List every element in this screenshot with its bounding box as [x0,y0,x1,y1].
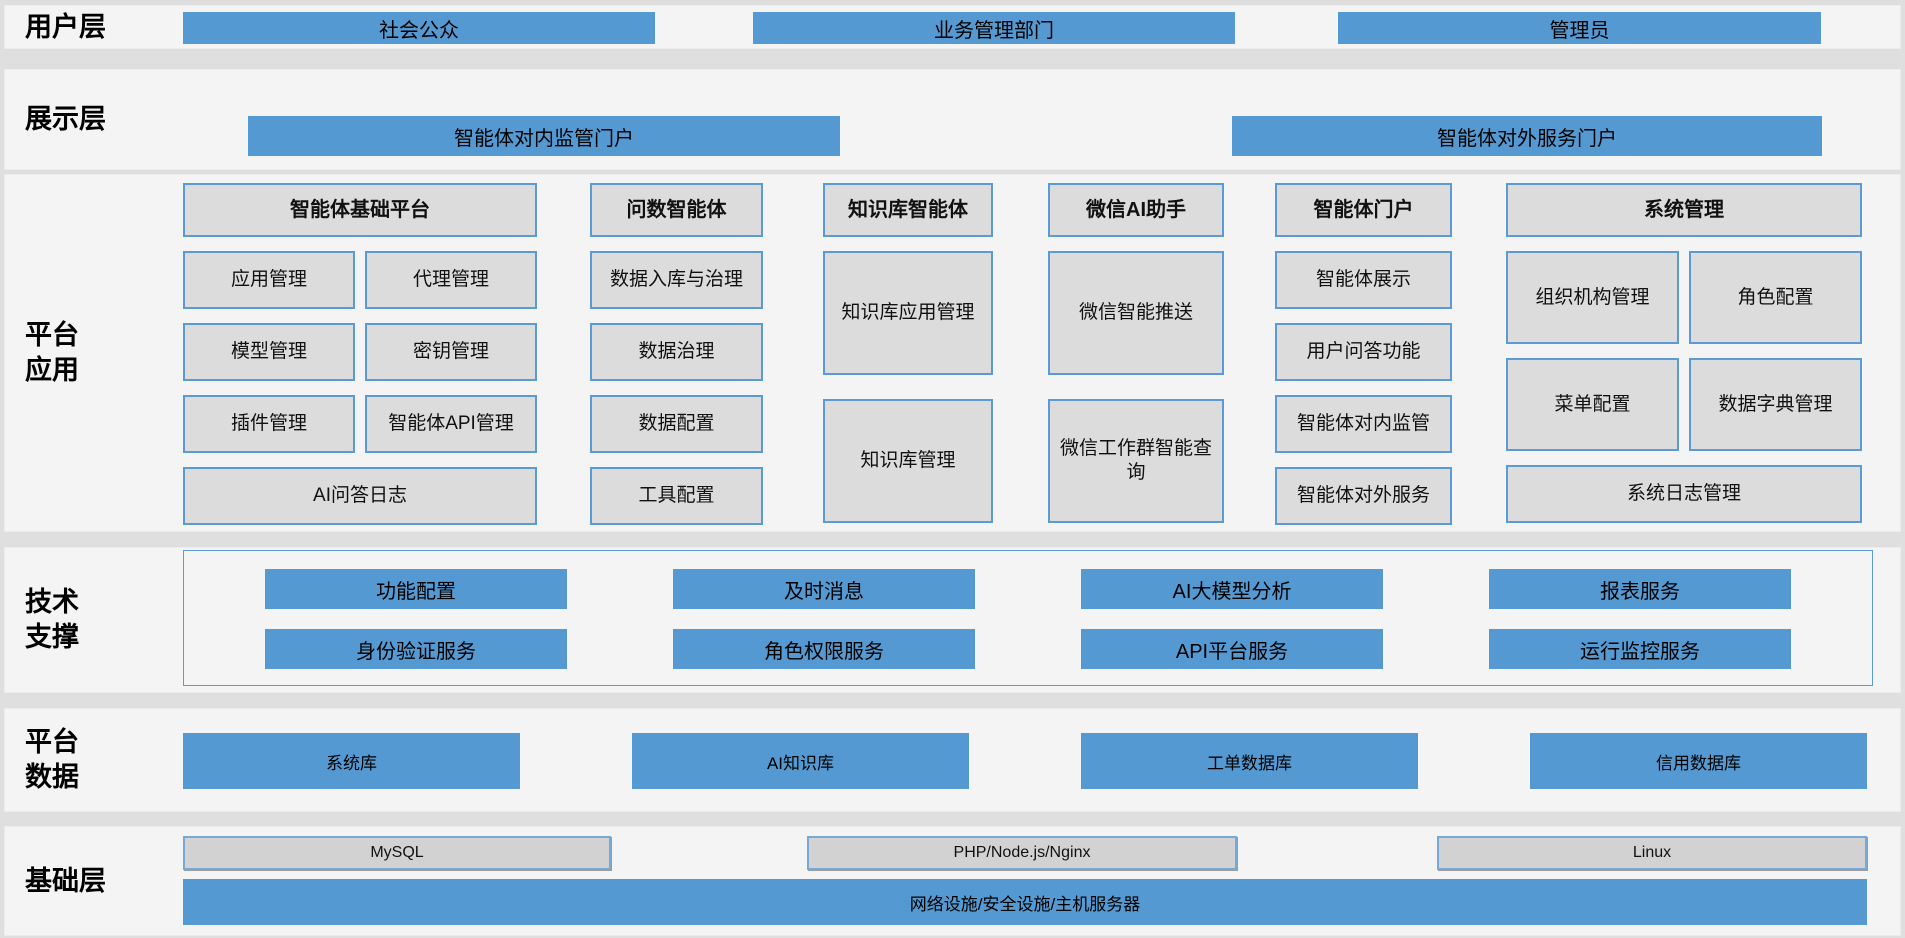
box-admin: 管理员 [1338,12,1821,44]
database-grid: 系统库 AI知识库 工单数据库 信用数据库 [183,733,1867,789]
column-system-management: 系统管理 组织机构管理 角色配置 菜单配置 数据字典管理 系统日志管理 [1506,183,1862,523]
box-internal-portal: 智能体对内监管门户 [248,116,840,156]
layer-band-platform-data: 平台 数据 系统库 AI知识库 工单数据库 信用数据库 [4,708,1901,812]
box-business-dept: 业务管理部门 [753,12,1235,44]
platform-cell: 知识库管理 [823,399,993,523]
layer-band-display: 展示层 智能体对内监管门户 智能体对外服务门户 [4,69,1901,170]
infra-box-linux: Linux [1437,836,1867,870]
infra-box-network: 网络设施/安全设施/主机服务器 [183,879,1867,925]
layer-label-infrastructure-text: 基础层 [25,865,106,896]
label-line: 数据 [25,762,79,792]
platform-cell: 代理管理 [365,251,537,309]
column-data-query-agent: 问数智能体 数据入库与治理 数据治理 数据配置 工具配置 [590,183,763,525]
column-agent-base-platform: 智能体基础平台 应用管理 代理管理 模型管理 密钥管理 插件管理 智能体API管… [183,183,537,525]
display-layer-content: 智能体对内监管门户 智能体对外服务门户 [183,70,1900,169]
tech-service-box: 功能配置 [265,569,567,609]
infra-box-php-node-nginx: PHP/Node.js/Nginx [807,836,1237,870]
platform-cell: 密钥管理 [365,323,537,381]
platform-cell: 插件管理 [183,395,355,453]
tech-service-box: AI大模型分析 [1081,569,1383,609]
layer-band-tech-support: 技术 支撑 功能配置 及时消息 AI大模型分析 报表服务 身份验证服务 角色权限… [4,547,1901,693]
column-agent-portal: 智能体门户 智能体展示 用户问答功能 智能体对内监管 智能体对外服务 [1275,183,1452,525]
column-header: 智能体基础平台 [183,183,537,237]
column-header: 系统管理 [1506,183,1862,237]
platform-cell: 智能体对外服务 [1275,467,1452,525]
label-line: 平台 [25,727,79,758]
column-header: 微信AI助手 [1048,183,1224,237]
platform-cell: 微信工作群智能查询 [1048,399,1224,523]
platform-cell: 用户问答功能 [1275,323,1452,381]
tech-service-box: API平台服务 [1081,629,1383,669]
platform-data-content: 系统库 AI知识库 工单数据库 信用数据库 [183,709,1900,811]
infrastructure-content: MySQL PHP/Node.js/Nginx Linux 网络设施/安全设施/… [183,827,1900,935]
label-line: 支撑 [25,622,79,652]
database-box: AI知识库 [632,733,969,789]
platform-cell: 工具配置 [590,467,763,525]
platform-cell: 数据字典管理 [1689,358,1862,451]
platform-cell: 知识库应用管理 [823,251,993,375]
tech-service-box: 角色权限服务 [673,629,975,669]
database-box: 工单数据库 [1081,733,1418,789]
database-box: 系统库 [183,733,520,789]
wechat-cells: 微信智能推送 微信工作群智能查询 [1048,251,1224,523]
system-management-grid: 组织机构管理 角色配置 菜单配置 数据字典管理 [1506,251,1862,451]
layer-label-platform-data: 平台 数据 [5,709,183,811]
layer-label-display: 展示层 [5,70,183,169]
platform-cell: 数据治理 [590,323,763,381]
platform-cell: 微信智能推送 [1048,251,1224,375]
label-line: 应用 [25,355,79,385]
tech-support-content: 功能配置 及时消息 AI大模型分析 报表服务 身份验证服务 角色权限服务 API… [183,548,1900,692]
column-header: 问数智能体 [590,183,763,237]
layer-label-user-text: 用户层 [25,11,106,42]
infra-box-mysql: MySQL [183,836,611,870]
layer-band-platform-app: 平台 应用 智能体基础平台 应用管理 代理管理 模型管理 密钥管理 插件管理 智… [4,174,1901,532]
layer-label-infrastructure: 基础层 [5,827,183,935]
platform-cell: 角色配置 [1689,251,1862,344]
platform-app-content: 智能体基础平台 应用管理 代理管理 模型管理 密钥管理 插件管理 智能体API管… [183,175,1900,531]
layer-label-display-text: 展示层 [25,104,106,135]
box-social-public: 社会公众 [183,12,655,44]
user-layer-content: 社会公众 业务管理部门 管理员 [183,6,1900,48]
database-box: 信用数据库 [1530,733,1867,789]
column-header: 智能体门户 [1275,183,1452,237]
platform-cell: 智能体展示 [1275,251,1452,309]
platform-cell: 菜单配置 [1506,358,1679,451]
layer-label-tech-support: 技术 支撑 [5,548,183,692]
tech-service-box: 身份验证服务 [265,629,567,669]
box-external-portal: 智能体对外服务门户 [1232,116,1822,156]
cell-system-log: 系统日志管理 [1506,465,1862,523]
platform-cell: 模型管理 [183,323,355,381]
platform-cell: 应用管理 [183,251,355,309]
cell-ai-qa-log: AI问答日志 [183,467,537,525]
layer-band-user: 用户层 社会公众 业务管理部门 管理员 [4,5,1901,49]
agent-base-grid: 应用管理 代理管理 模型管理 密钥管理 插件管理 智能体API管理 [183,251,537,453]
tech-service-box: 及时消息 [673,569,975,609]
layer-label-user: 用户层 [5,6,183,48]
tech-service-box: 报表服务 [1489,569,1791,609]
tech-service-box: 运行监控服务 [1489,629,1791,669]
column-header: 知识库智能体 [823,183,993,237]
column-wechat-ai-assistant: 微信AI助手 微信智能推送 微信工作群智能查询 [1048,183,1224,523]
knowledge-base-cells: 知识库应用管理 知识库管理 [823,251,993,523]
platform-cell: 数据入库与治理 [590,251,763,309]
platform-cell: 智能体API管理 [365,395,537,453]
platform-cell: 智能体对内监管 [1275,395,1452,453]
column-knowledge-base-agent: 知识库智能体 知识库应用管理 知识库管理 [823,183,993,523]
platform-cell: 组织机构管理 [1506,251,1679,344]
layer-label-platform-app: 平台 应用 [5,175,183,531]
label-line: 平台 [25,320,79,351]
label-line: 技术 [25,587,79,618]
platform-cell: 数据配置 [590,395,763,453]
tech-support-frame: 功能配置 及时消息 AI大模型分析 报表服务 身份验证服务 角色权限服务 API… [183,550,1873,686]
layer-band-infrastructure: 基础层 MySQL PHP/Node.js/Nginx Linux 网络设施/安… [4,826,1901,936]
